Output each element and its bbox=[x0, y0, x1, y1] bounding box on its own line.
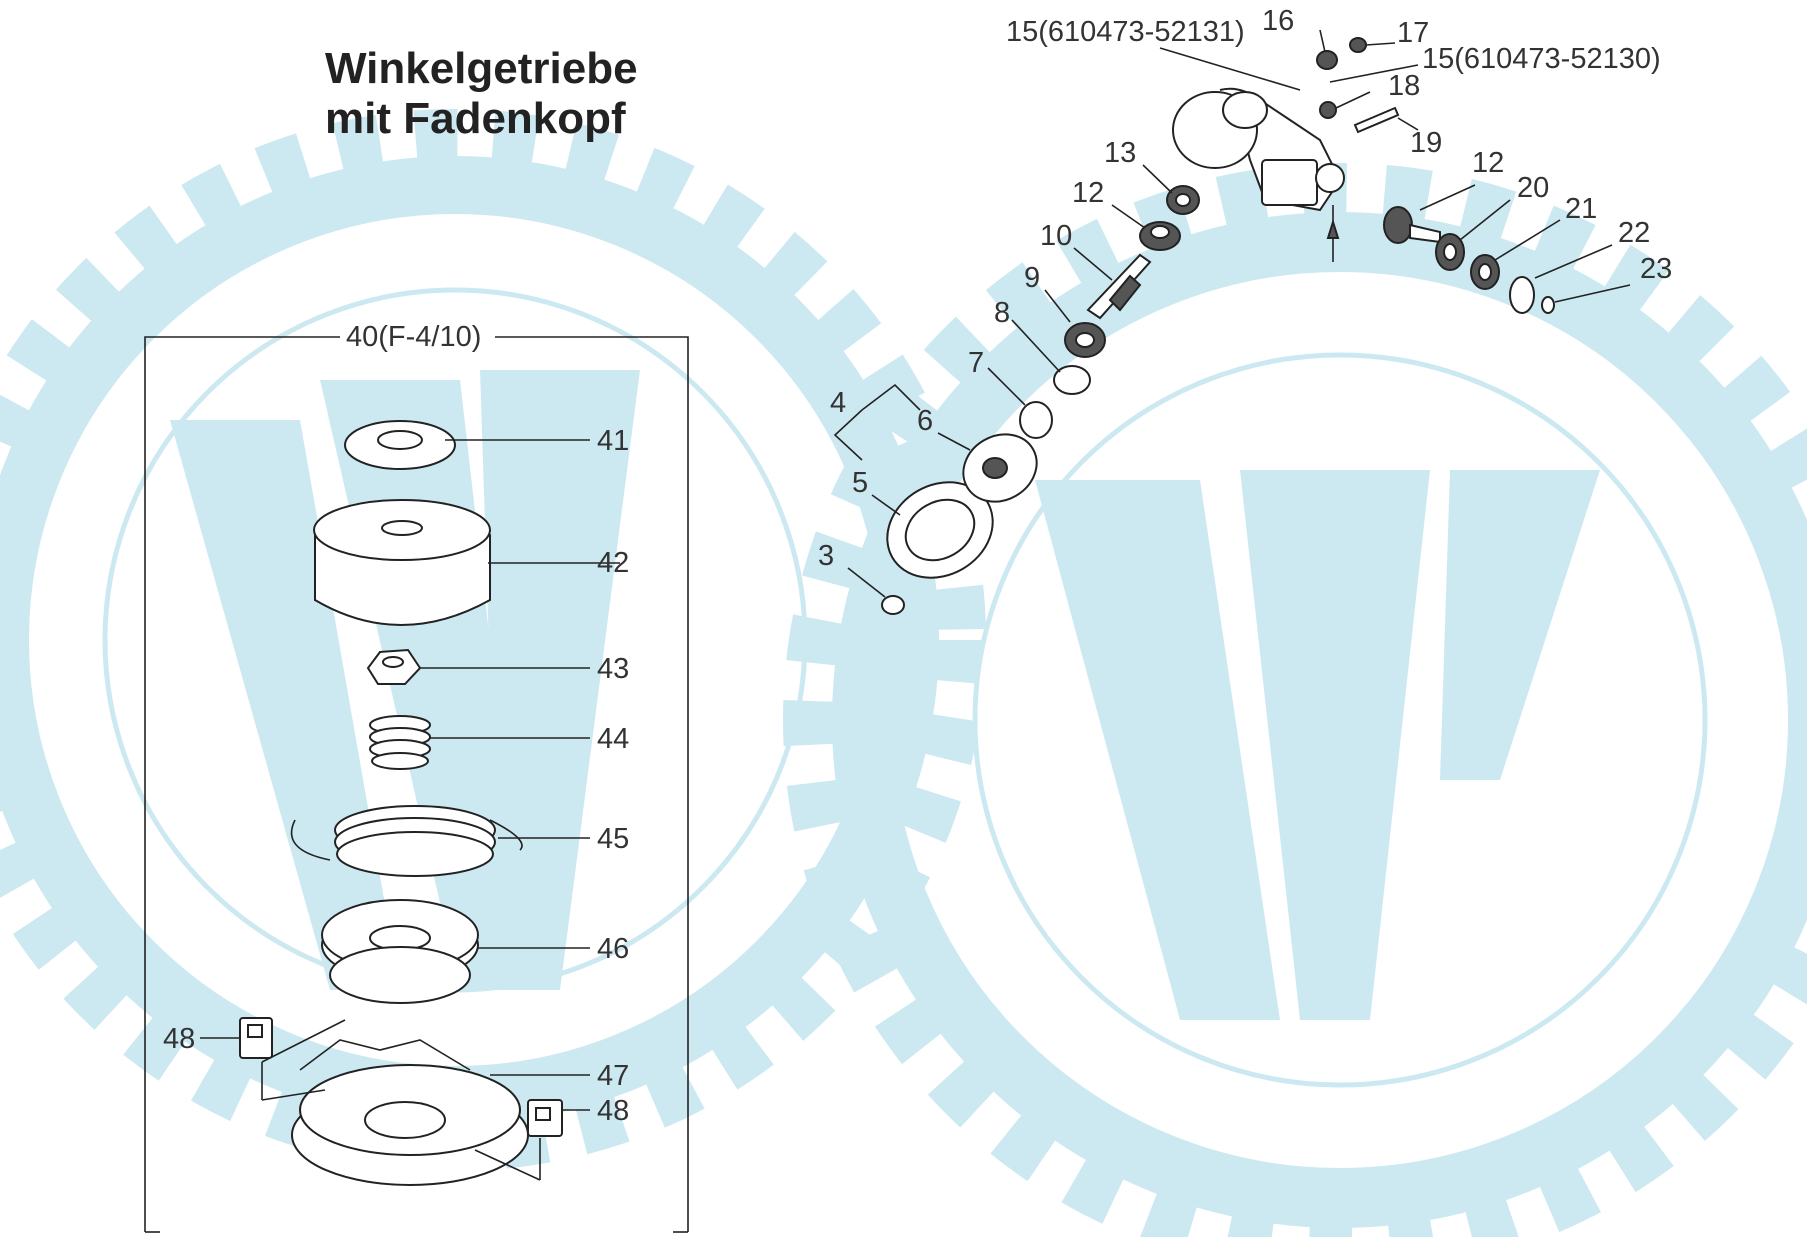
diagram-title: Winkelgetriebe mit Fadenkopf bbox=[325, 44, 638, 144]
callout-12-right: 12 bbox=[1472, 147, 1504, 179]
callout-21: 21 bbox=[1565, 193, 1597, 225]
part-6-cup bbox=[962, 433, 1038, 503]
callout-15-left: 15(610473-52131) bbox=[1006, 16, 1245, 48]
callout-46: 46 bbox=[597, 933, 629, 965]
part-45-line-coil bbox=[290, 805, 523, 877]
part-18-screw bbox=[1319, 101, 1337, 119]
title-line-2: mit Fadenkopf bbox=[325, 94, 626, 143]
part-13-bearing bbox=[1166, 185, 1200, 215]
part-9-bearing bbox=[1064, 322, 1106, 358]
callout-13: 13 bbox=[1104, 137, 1136, 169]
callout-5: 5 bbox=[852, 467, 868, 499]
part-48-clip-left bbox=[239, 1017, 273, 1059]
callout-18: 18 bbox=[1388, 70, 1420, 102]
callout-48-right: 48 bbox=[597, 1095, 629, 1127]
callout-10: 10 bbox=[1040, 220, 1072, 252]
leader-lines-left bbox=[200, 439, 620, 1181]
title-line-1: Winkelgetriebe bbox=[325, 44, 638, 93]
group-label: 40(F-4/10) bbox=[346, 321, 481, 353]
callout-9: 9 bbox=[1024, 262, 1040, 294]
callout-45: 45 bbox=[597, 823, 629, 855]
leader-lines-right bbox=[833, 29, 1631, 598]
part-44-spring bbox=[369, 715, 431, 770]
callout-22: 22 bbox=[1618, 217, 1650, 249]
callout-42: 42 bbox=[597, 547, 629, 579]
watermark-logo-left bbox=[0, 109, 986, 1171]
part-5-washer bbox=[886, 481, 994, 579]
callout-3: 3 bbox=[818, 540, 834, 572]
part-47-base bbox=[291, 1039, 529, 1186]
part-22-circlip bbox=[1509, 276, 1535, 314]
part-gear-housing bbox=[1172, 87, 1345, 262]
part-17-screw bbox=[1349, 37, 1367, 53]
part-8-shim bbox=[1053, 365, 1091, 395]
part-43-nut bbox=[366, 648, 422, 685]
callout-23: 23 bbox=[1640, 253, 1672, 285]
part-16-nut bbox=[1316, 50, 1338, 70]
part-12-gear-left bbox=[1139, 221, 1181, 251]
callout-47: 47 bbox=[597, 1060, 629, 1092]
callout-17: 17 bbox=[1397, 17, 1429, 49]
part-3-oring bbox=[881, 595, 905, 615]
callout-4: 4 bbox=[830, 387, 846, 419]
callout-15-right: 15(610473-52130) bbox=[1422, 43, 1661, 75]
group-frame-40 bbox=[144, 336, 689, 1233]
callout-7: 7 bbox=[968, 347, 984, 379]
part-7-circlip bbox=[1019, 401, 1053, 439]
callout-16: 16 bbox=[1262, 5, 1294, 37]
callout-48-left: 48 bbox=[163, 1023, 195, 1055]
part-19-bolt bbox=[1353, 106, 1400, 134]
callout-labels: 40(F-4/10) 41 42 43 44 45 46 47 48 48 3 … bbox=[163, 5, 1672, 1127]
callout-12-left: 12 bbox=[1072, 177, 1104, 209]
part-10-shaft bbox=[1086, 253, 1152, 320]
callout-43: 43 bbox=[597, 653, 629, 685]
part-42-cover bbox=[313, 499, 491, 626]
part-48-clip-right bbox=[527, 1099, 563, 1137]
callout-19: 19 bbox=[1410, 127, 1442, 159]
callout-41: 41 bbox=[597, 425, 629, 457]
callout-8: 8 bbox=[994, 297, 1010, 329]
watermark-logo-right bbox=[783, 163, 1807, 1237]
part-20-bearing bbox=[1435, 233, 1465, 271]
part-23-ring bbox=[1541, 296, 1555, 314]
callout-44: 44 bbox=[597, 723, 629, 755]
part-46-spool bbox=[321, 899, 479, 1004]
callout-20: 20 bbox=[1517, 172, 1549, 204]
part-21-bearing bbox=[1470, 254, 1500, 290]
part-41-ring bbox=[344, 420, 456, 470]
callout-6: 6 bbox=[917, 405, 933, 437]
